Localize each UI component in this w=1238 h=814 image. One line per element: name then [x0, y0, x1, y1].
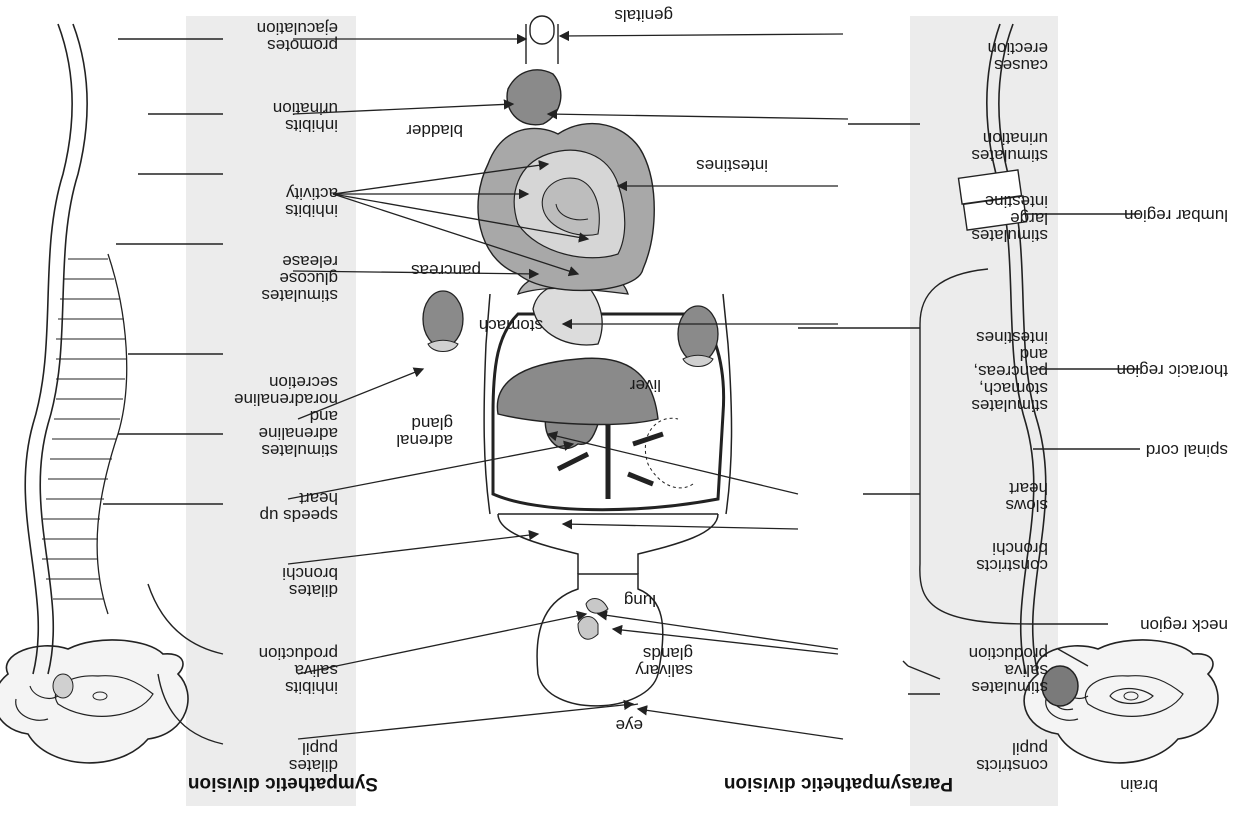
lung-label: lung: [624, 592, 656, 609]
para-effect-bronchi: constricts bronchi: [976, 540, 1048, 574]
intestines: [478, 124, 654, 291]
symp-effect-adrenaline: stimulates adrenaline and noradrenaline …: [234, 374, 338, 459]
eye-label: eye: [616, 717, 643, 734]
left-brain: [1024, 640, 1218, 763]
right-spinal-cord: [25, 24, 127, 674]
symp-effect-ejaculation: promotes ejaculation: [257, 20, 338, 54]
adrenal-gland-label: adrenal gland: [396, 415, 453, 449]
symp-effect-bronchi: dilates bronchi: [282, 565, 338, 599]
bladder-label: bladder: [406, 122, 463, 139]
symp-effect-urination: inhibits urination: [273, 100, 338, 134]
para-effect-saliva: stimulates saliva production: [969, 645, 1048, 696]
sympathetic-title: Sympathetic division: [188, 772, 378, 794]
pancreas-label: pancreas: [411, 262, 481, 279]
brain-label: brain: [1120, 777, 1158, 794]
symp-effect-heart: speeds up heart: [260, 490, 338, 524]
para-effect-pupil: constricts pupil: [976, 740, 1048, 774]
symp-effect-activity: inhibits activity: [285, 185, 338, 219]
para-effect-erection: causes erection: [988, 40, 1048, 74]
genitals-label: genitals: [614, 7, 673, 24]
para-effect-digestion: stimulates stomach, pancreas, and intest…: [971, 329, 1048, 414]
parasympathetic-title: Parasympathetic division: [724, 772, 953, 794]
salivary-glands-label: salivary glands: [635, 645, 693, 679]
neck-region-label: neck region: [1140, 617, 1228, 634]
right-pointer-lines: [103, 39, 223, 744]
stomach-label: stomach: [479, 317, 543, 334]
symp-effect-saliva: inhibits saliva production: [259, 645, 338, 696]
para-effect-urination: stimulates urination: [971, 130, 1048, 164]
lumbar-region-label: lumbar region: [1124, 207, 1228, 224]
symp-effect-glucose: stimulates glucose release: [261, 253, 338, 304]
para-effect-large-intestine: stimulates large intestine: [971, 193, 1048, 244]
liver-label: liver: [630, 377, 661, 394]
intestines-label: intestines: [696, 157, 768, 174]
spinal-cord-label: spinal cord: [1146, 442, 1228, 459]
symp-effect-pupil: dilates pupil: [289, 740, 338, 774]
right-brain: [0, 640, 188, 763]
salivary-glands: [578, 599, 608, 640]
thoracic-region-label: thoracic region: [1116, 362, 1228, 379]
bladder: [507, 70, 561, 125]
para-effect-heart: slows heart: [1005, 480, 1048, 514]
genitals: [526, 16, 558, 64]
